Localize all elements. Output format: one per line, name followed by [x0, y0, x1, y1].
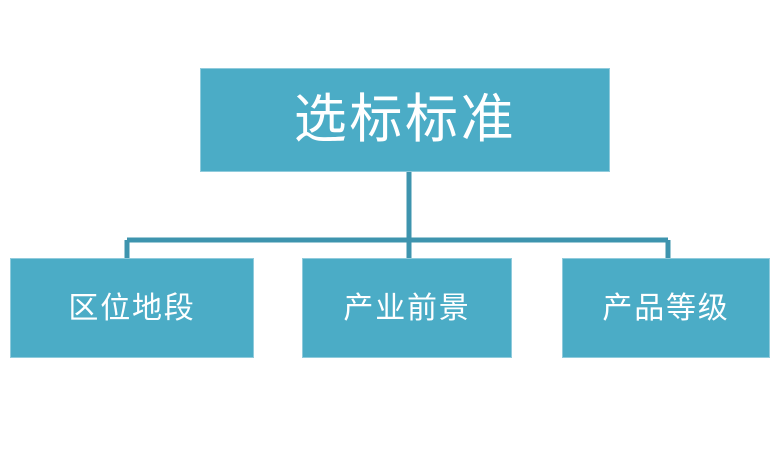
node-child-0-label: 区位地段	[68, 290, 196, 326]
node-child-2[interactable]: 产品等级	[562, 258, 770, 358]
node-child-1-label: 产业前景	[343, 290, 471, 326]
node-root-label: 选标标准	[293, 88, 517, 150]
node-child-0[interactable]: 区位地段	[10, 258, 254, 358]
node-child-1[interactable]: 产业前景	[302, 258, 512, 358]
node-child-2-label: 产品等级	[602, 290, 730, 326]
node-root[interactable]: 选标标准	[200, 68, 610, 172]
